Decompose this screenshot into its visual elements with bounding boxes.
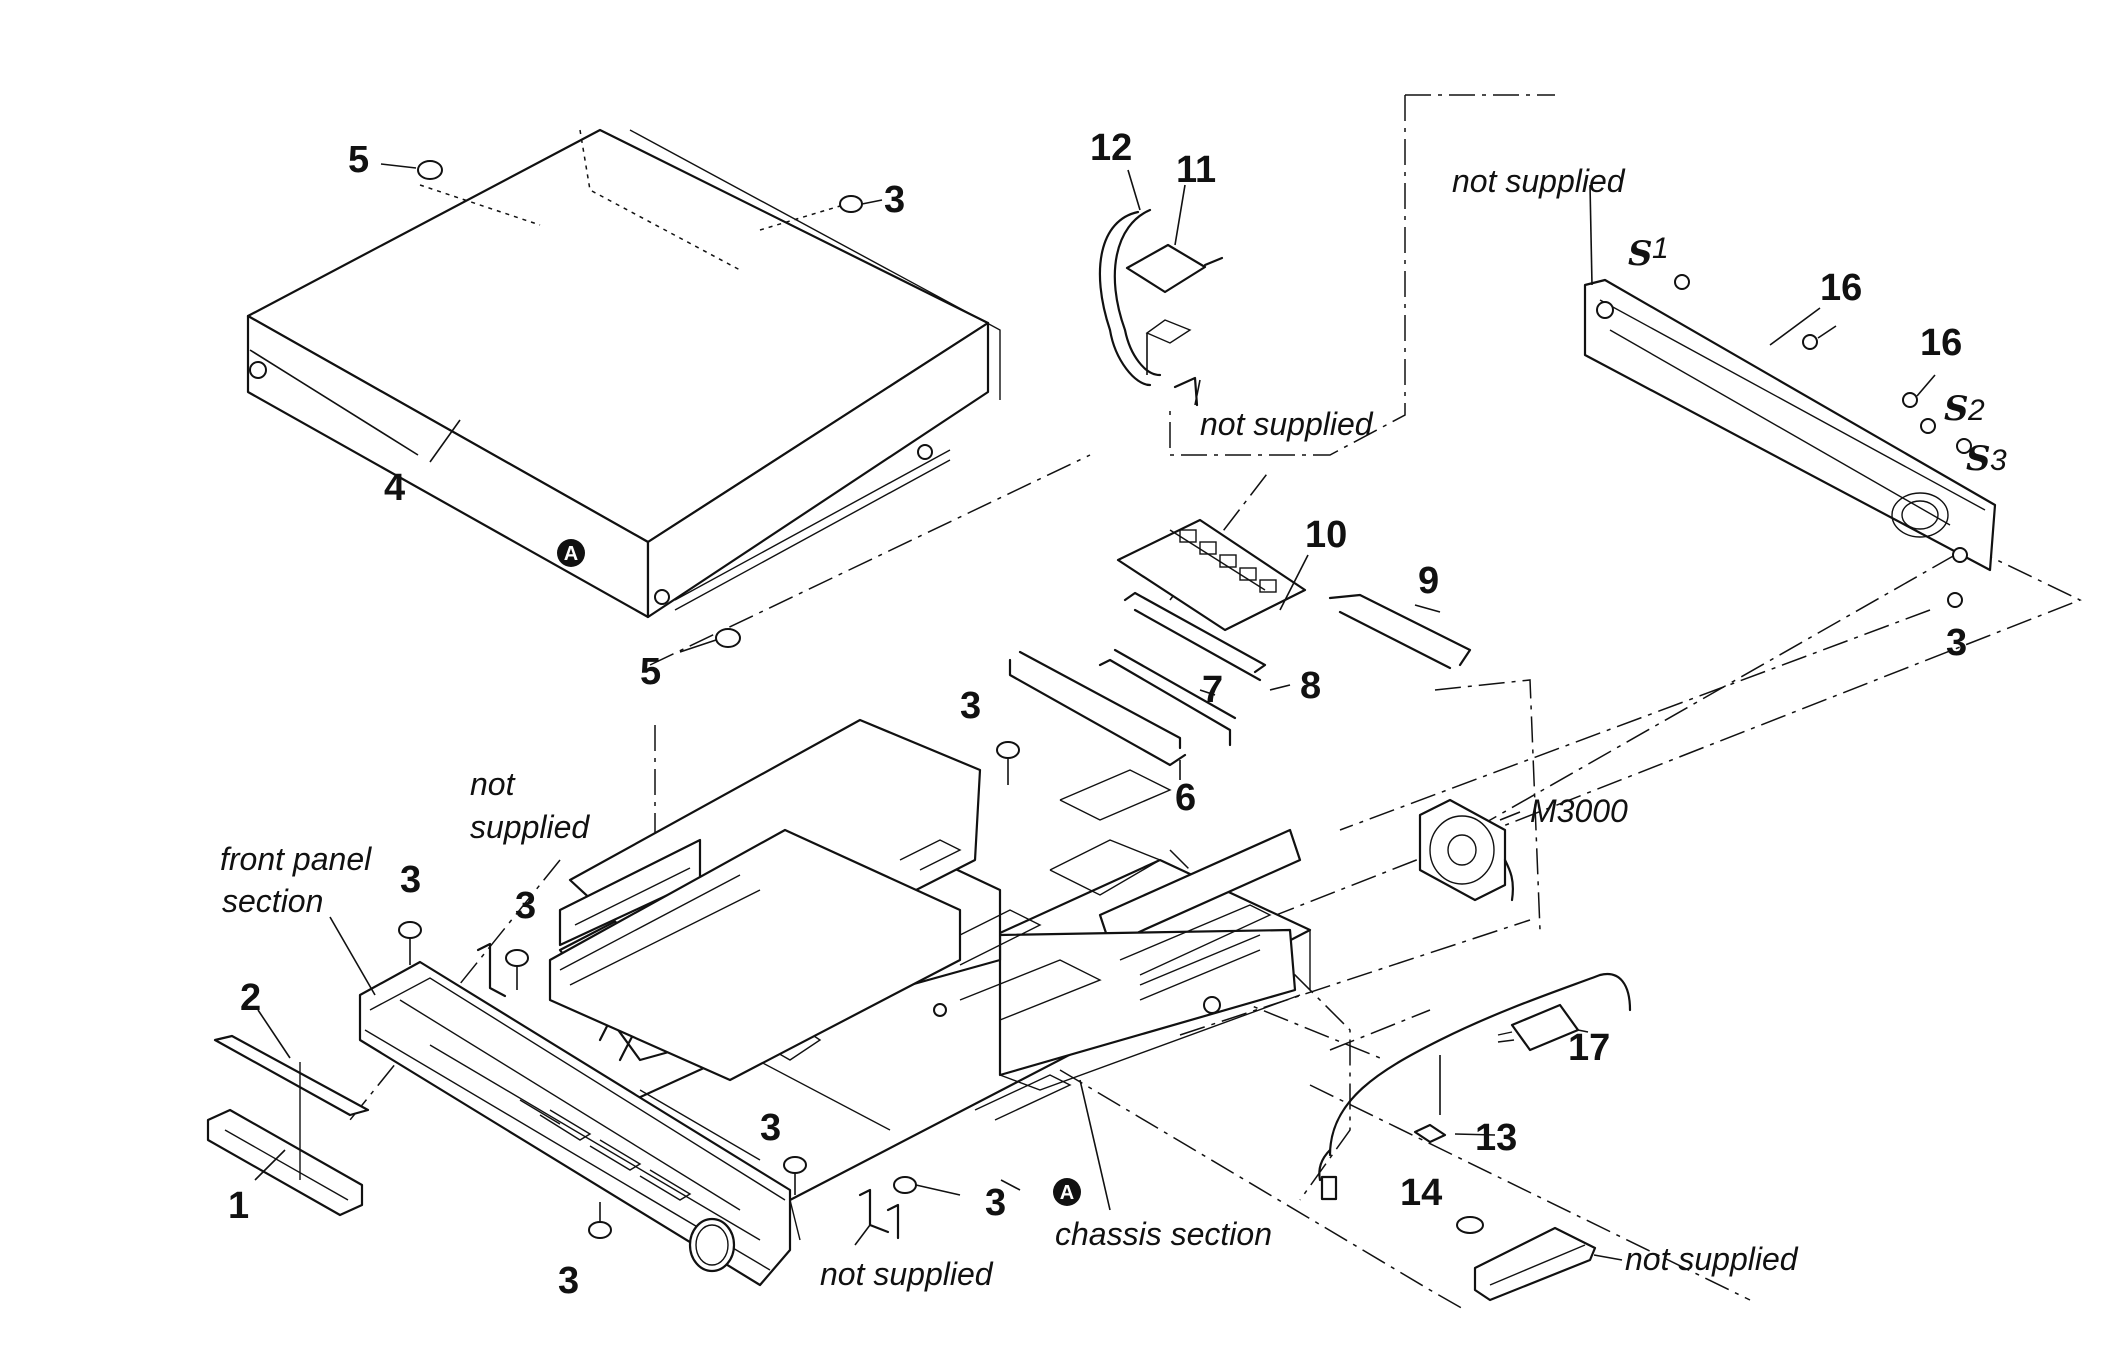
note-not-line1: not xyxy=(470,766,516,802)
screw-ref-s1: S 1 xyxy=(1628,232,1669,274)
drive-unit xyxy=(548,828,962,1082)
part-number-17: 17 xyxy=(1568,1027,1610,1069)
note-chassis-section: chassis section xyxy=(1055,1216,1272,1252)
part-2-window xyxy=(213,1034,370,1117)
part-number-10: 10 xyxy=(1305,514,1347,556)
part-number-3-front-mid: 3 xyxy=(515,885,536,927)
part-number-3-front-bottom: 3 xyxy=(558,1260,579,1302)
note-not-supplied-foot: not supplied xyxy=(1625,1241,1799,1277)
part-number-5-top: 5 xyxy=(348,139,369,181)
part-number-5-bottom: 5 xyxy=(640,651,661,693)
part-number-3-chassis-right: 3 xyxy=(985,1182,1006,1224)
top-cover xyxy=(246,128,1001,619)
part-number-13: 13 xyxy=(1475,1117,1517,1159)
note-not-supplied-rear-panel: not supplied xyxy=(1452,163,1626,199)
note-front-panel: front panel xyxy=(220,841,372,877)
power-cord xyxy=(1318,972,1632,1201)
screw-ref-s3: S 3 xyxy=(1966,439,2007,479)
svg-text:A: A xyxy=(1060,1182,1074,1204)
part-number-9: 9 xyxy=(1418,560,1439,602)
fan-m3000 xyxy=(1418,798,1521,902)
svg-text:S: S xyxy=(1944,389,1969,429)
part-number-14: 14 xyxy=(1400,1172,1442,1214)
svg-text:S: S xyxy=(1628,234,1653,274)
part-number-3-cover: 3 xyxy=(884,179,905,221)
svg-text:3: 3 xyxy=(1990,444,2007,477)
front-panel xyxy=(358,960,792,1287)
part-number-7: 7 xyxy=(1202,669,1223,711)
part-1-bracket xyxy=(206,1062,364,1217)
part-number-3-board: 3 xyxy=(960,685,981,727)
part-11-12-connector xyxy=(1098,208,1224,387)
part-number-6: 6 xyxy=(1175,777,1196,819)
svg-text:A: A xyxy=(564,543,578,565)
note-front-panel-section: section xyxy=(222,883,323,919)
part-number-12: 12 xyxy=(1090,127,1132,169)
rear-panel xyxy=(1583,278,1997,572)
part-number-8: 8 xyxy=(1300,665,1321,707)
cover-screws xyxy=(249,160,883,653)
alignment-lines xyxy=(349,94,2082,1311)
note-not-supplied-connector: not supplied xyxy=(1200,406,1374,442)
note-not-supplied-chassis: not supplied xyxy=(820,1256,994,1292)
screws-3 xyxy=(398,741,1020,1239)
svg-text:1: 1 xyxy=(1652,232,1669,265)
part-number-16-right: 16 xyxy=(1920,322,1962,364)
part-number-3-front-left: 3 xyxy=(400,859,421,901)
svg-text:S: S xyxy=(1966,439,1991,479)
small-brackets xyxy=(476,376,1199,1240)
svg-text:2: 2 xyxy=(1967,394,1985,427)
part-label-m3000: M3000 xyxy=(1530,793,1628,829)
part-number-3-rear: 3 xyxy=(1946,622,1967,664)
screw-ref-s2: S 2 xyxy=(1944,389,1985,429)
marker-a-top: A xyxy=(557,539,585,567)
part-number-1: 1 xyxy=(228,1185,249,1227)
board-parts xyxy=(1008,518,1472,767)
part-number-16-top: 16 xyxy=(1820,267,1862,309)
part-number-2: 2 xyxy=(240,977,261,1019)
part-number-4: 4 xyxy=(384,467,405,509)
note-supplied-line2: supplied xyxy=(470,809,590,845)
part-number-11: 11 xyxy=(1176,149,1216,191)
part-number-3-chassis-left: 3 xyxy=(760,1107,781,1149)
label-leaders xyxy=(254,169,1821,1246)
part-14-foot xyxy=(1456,1216,1623,1302)
marker-a-bottom: A xyxy=(1053,1178,1081,1206)
rear-panel-screws xyxy=(1674,274,1972,608)
